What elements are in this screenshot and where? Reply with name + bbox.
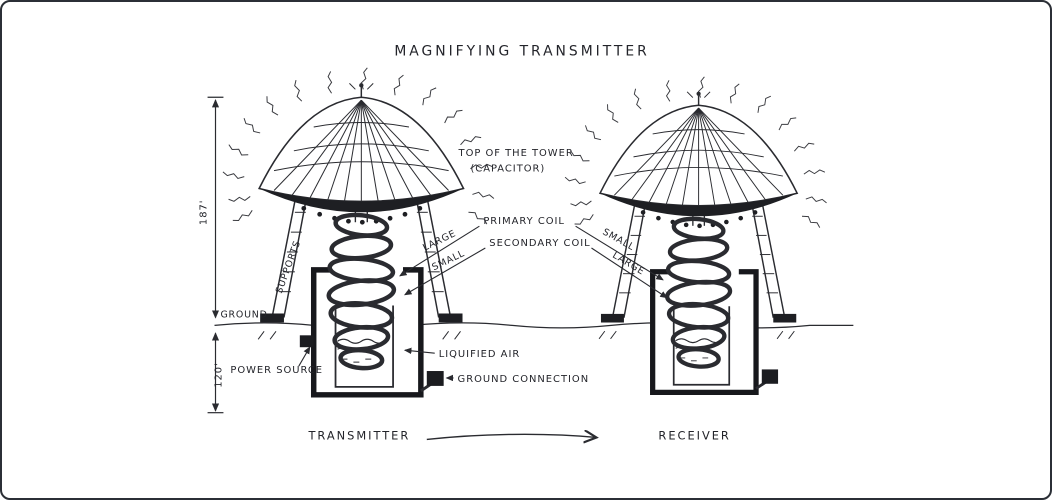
liquified-air-callout: LIQUIFIED AIR: [403, 347, 521, 360]
capacitor-callout: TOP OF THE TOWER (CAPACITOR): [458, 148, 574, 175]
flow-arrow: [426, 434, 597, 439]
top-of-tower-label: TOP OF THE TOWER: [458, 148, 574, 159]
receiver-label: RECEIVER: [658, 428, 730, 442]
power-source-label: POWER SOURCE: [230, 365, 323, 376]
supports-label: SUPPORTS: [274, 239, 303, 295]
coil-callouts: PRIMARY COIL SECONDARY COIL LARGE SMALL …: [399, 216, 668, 299]
ground-connection-label: GROUND CONNECTION: [458, 374, 590, 385]
dim-187-label: 187': [199, 199, 210, 225]
transmitter-label: TRANSMITTER: [307, 428, 410, 442]
dimension-tower-height: 187': [199, 96, 224, 319]
power-source-block: [299, 335, 314, 348]
ground-connection-callout: GROUND CONNECTION: [445, 374, 590, 385]
dim-120-label: 120': [213, 362, 224, 388]
ground-label: GROUND: [220, 309, 267, 320]
dimension-below-ground: 120': [207, 332, 224, 414]
primary-coil-label: PRIMARY COIL: [483, 216, 565, 227]
secondary-coil-label: SECONDARY COIL: [489, 238, 590, 249]
diagram-title: MAGNIFYING TRANSMITTER: [394, 44, 649, 60]
liquified-air-label: LIQUIFIED AIR: [439, 349, 521, 360]
capacitor-label: (CAPACITOR): [470, 164, 545, 175]
footer-flow: TRANSMITTER RECEIVER: [307, 428, 730, 442]
small-right-label: SMALL: [601, 227, 637, 254]
power-source-callout: POWER SOURCE: [230, 346, 323, 376]
